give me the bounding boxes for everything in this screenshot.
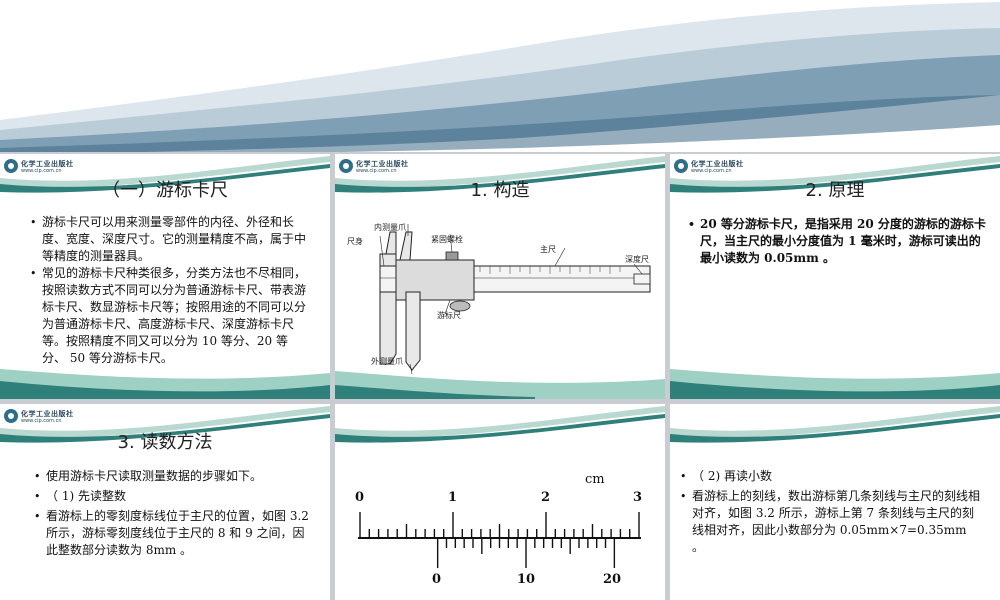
publisher-logo: 化学工业出版社 www.cip.com.cn xyxy=(339,159,409,179)
label-outer-jaw: 外测量爪 xyxy=(371,357,403,366)
bullet-item: 常见的游标卡尺种类很多，分类方法也不尽相同，按照读数方式不同可以分为普通游标卡尺… xyxy=(30,265,310,367)
slide-header-wave xyxy=(0,154,330,193)
logo-icon xyxy=(4,409,18,423)
label-main-scale: 主尺 xyxy=(540,245,556,254)
logo-name: 化学工业出版社 xyxy=(691,160,744,168)
vernier-scale-label: 10 xyxy=(517,572,536,587)
label-clamp-screw: 紧固螺栓 xyxy=(431,235,463,244)
slide-4[interactable]: 化学工业出版社 www.cip.com.cn 3. 读数方法 使用游标卡尺读取测… xyxy=(0,404,330,600)
vernier-scale-label: 20 xyxy=(603,572,622,587)
bullet-item: 使用游标卡尺读取测量数据的步骤如下。 xyxy=(34,468,314,485)
slide-6[interactable]: （ 2) 再读小数 看游标上的刻线，数出游标第几条刻线与主尺的刻线相对齐，如图 … xyxy=(670,404,1000,600)
publisher-logo: 化学工业出版社 www.cip.com.cn xyxy=(674,159,744,179)
slide-2[interactable]: 化学工业出版社 www.cip.com.cn 1. 构造 xyxy=(335,154,665,399)
bullet-item: 看游标上的零刻度标线位于主尺的位置，如图 3.2 所示，游标零刻度线位于主尺的 … xyxy=(34,508,314,559)
logo-icon xyxy=(339,159,353,173)
slide-title: （一）游标卡尺 xyxy=(102,180,228,201)
bullet-item: 20 等分游标卡尺，是指采用 20 分度的游标的游标卡尺，当主尺的最小分度值为 … xyxy=(688,216,988,267)
label-body: 尺身 xyxy=(347,237,363,246)
vernier-scale-diagram xyxy=(358,512,641,568)
slide-header-wave xyxy=(335,406,665,443)
publisher-logo: 化学工业出版社 www.cip.com.cn xyxy=(4,409,74,429)
logo-name: 化学工业出版社 xyxy=(21,410,74,418)
slide-header-wave xyxy=(335,156,665,193)
label-vernier: 游标尺 xyxy=(437,311,461,320)
slide-1[interactable]: 化学工业出版社 www.cip.com.cn （一）游标卡尺 游标卡尺可以用来测… xyxy=(0,154,330,399)
slide-footer-wave xyxy=(670,369,1000,399)
slide-footer-wave xyxy=(0,369,330,399)
bullet-item: （ 1) 先读整数 xyxy=(34,488,314,505)
label-depth-rod: 深度尺 xyxy=(625,255,649,264)
main-scale-label: 0 xyxy=(355,490,365,505)
logo-url: www.cip.com.cn xyxy=(21,418,62,424)
slide-footer-wave xyxy=(335,371,665,399)
bullet-item: 看游标上的刻线，数出游标第几条刻线与主尺的刻线相对齐，如图 3.2 所示，游标上… xyxy=(680,488,980,556)
logo-name: 化学工业出版社 xyxy=(21,160,74,168)
slide-title: 2. 原理 xyxy=(805,180,865,201)
main-scale-label: 3 xyxy=(633,490,643,505)
slide-title: 1. 构造 xyxy=(470,180,530,201)
logo-icon xyxy=(4,159,18,173)
logo-name: 化学工业出版社 xyxy=(356,160,409,168)
slide-header-wave xyxy=(670,156,1000,193)
logo-url: www.cip.com.cn xyxy=(691,168,732,174)
slide-3[interactable]: 化学工业出版社 www.cip.com.cn 2. 原理 20 等分游标卡尺，是… xyxy=(670,154,1000,399)
main-scale-label: 1 xyxy=(448,490,458,505)
slide-5[interactable]: cm 0 1 2 3 0 10 20 xyxy=(335,404,665,600)
publisher-logo: 化学工业出版社 www.cip.com.cn xyxy=(4,159,74,179)
vernier-scale-label: 0 xyxy=(432,572,442,587)
top-banner xyxy=(0,2,1000,155)
slide-title: 3. 读数方法 xyxy=(117,432,213,453)
logo-url: www.cip.com.cn xyxy=(356,168,397,174)
bullet-item: 游标卡尺可以用来测量零部件的内径、外径和长度、宽度、深度尺寸。它的测量精度不高，… xyxy=(30,214,310,265)
bullet-item: （ 2) 再读小数 xyxy=(680,468,980,485)
slide-header-wave xyxy=(670,406,1000,443)
slide-header-wave xyxy=(0,406,330,443)
logo-icon xyxy=(674,159,688,173)
logo-url: www.cip.com.cn xyxy=(21,168,62,174)
caliper-diagram xyxy=(379,224,651,375)
main-scale-label: 2 xyxy=(541,490,551,505)
scale-unit: cm xyxy=(585,472,605,487)
label-inner-jaw: 内测量爪 xyxy=(374,223,406,232)
